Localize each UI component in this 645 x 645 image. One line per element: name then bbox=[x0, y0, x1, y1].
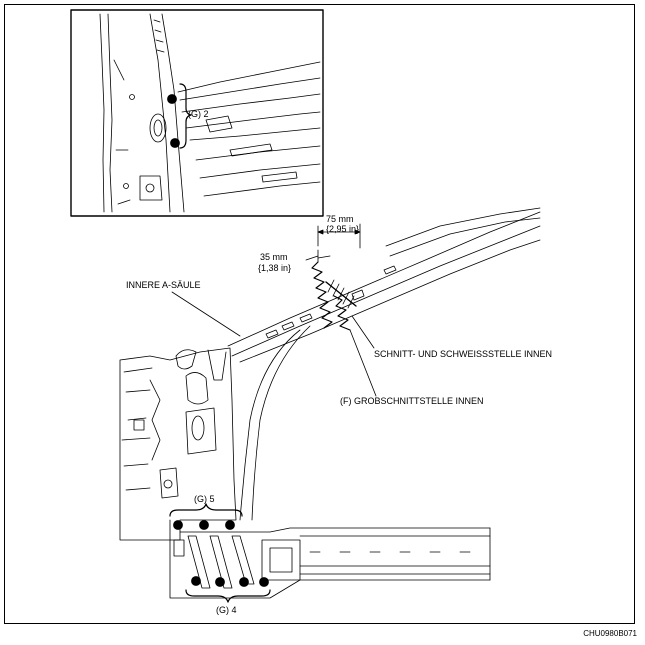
dimension-75mm-inch-label: {2,95 in} bbox=[326, 224, 360, 234]
weld-count-g4-label: (G) 4 bbox=[216, 605, 237, 615]
weld-count-g5-label: (G) 5 bbox=[194, 494, 215, 504]
rough-cut-inner-label: (F) GROBSCHNITTSTELLE INNEN bbox=[340, 396, 484, 406]
figure-code: CHU0980B071 bbox=[583, 629, 637, 638]
a-pillar-body bbox=[119, 207, 541, 603]
cut-weld-inner-label: SCHNITT- UND SCHWEISSSTELLE INNEN bbox=[374, 349, 553, 359]
inset-weld-count-label: (G) 2 bbox=[188, 109, 209, 119]
dimension-75mm-label: 75 mm bbox=[326, 214, 354, 224]
figure-frame bbox=[4, 4, 635, 624]
dimension-35mm-inch-label: {1,38 in} bbox=[258, 263, 292, 273]
dimension-35mm-label: 35 mm bbox=[260, 252, 288, 262]
cut-markings bbox=[171, 223, 377, 397]
inset-detail bbox=[70, 9, 324, 217]
inner-a-pillar-label: INNERE A-SÄULE bbox=[126, 280, 201, 290]
